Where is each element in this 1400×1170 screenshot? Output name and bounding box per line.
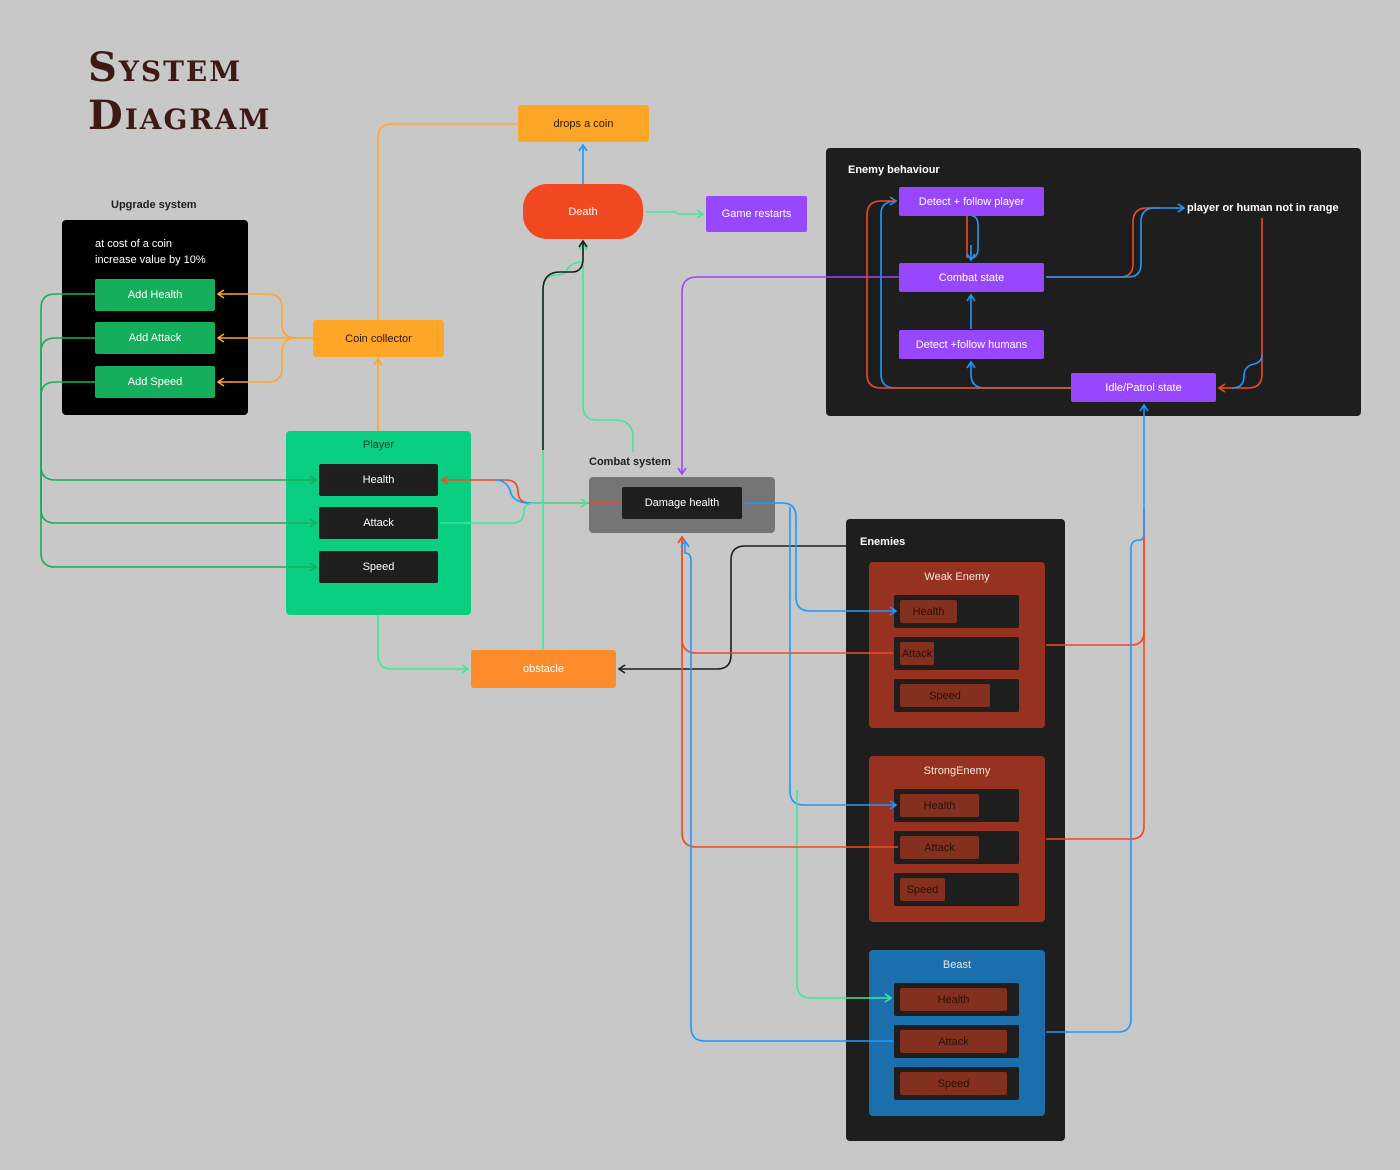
enemy-stat-health[interactable]: Health	[894, 789, 1019, 822]
player-health-node[interactable]: Health	[319, 464, 438, 496]
enemy-stat-bar: Speed	[900, 878, 945, 901]
wire-blue-to-player-health	[494, 479, 540, 504]
enemy-card-title: Beast	[942, 959, 972, 971]
enemy-behaviour-label: Enemy behaviour	[848, 164, 940, 176]
wire-coin-to-drops	[377, 123, 518, 320]
enemy-stat-health[interactable]: Health	[894, 983, 1019, 1016]
wire-black-to-death	[542, 239, 588, 450]
add-health-button[interactable]: Add Health	[95, 279, 215, 311]
enemy-stat-attack[interactable]: Attack	[894, 831, 1019, 864]
upgrade-note-line-1: at cost of a coin	[95, 238, 173, 250]
enemies-label: Enemies	[860, 536, 906, 548]
add-attack-button[interactable]: Add Attack	[95, 322, 215, 354]
enemy-stat-bar: Health	[900, 988, 1007, 1011]
upgrade-system-label: Upgrade system	[111, 199, 197, 211]
obstacle-node[interactable]: obstacle	[471, 650, 616, 688]
wire-enemies-to-obstacle	[617, 545, 846, 674]
enemy-stat-bar: Health	[900, 600, 957, 623]
enemy-card-title: StrongEnemy	[923, 765, 991, 777]
upgrade-note-line-2: increase value by 10%	[95, 254, 206, 266]
enemy-stat-bar: Speed	[900, 1072, 1007, 1095]
enemy-stat-bar: Attack	[900, 642, 934, 665]
enemy-card-title: Weak Enemy	[924, 571, 990, 583]
enemy-stat-bar: Speed	[900, 684, 990, 707]
enemy-stat-bar: Health	[900, 794, 979, 817]
enemy-stat-attack[interactable]: Attack	[894, 637, 1019, 670]
enemy-stat-bar: Attack	[900, 836, 979, 859]
coin-collector-node[interactable]: Coin collector	[313, 320, 444, 357]
damage-health-node[interactable]: Damage health	[622, 487, 742, 519]
detect-follow-humans-node[interactable]: Detect +follow humans	[899, 330, 1044, 359]
title-line-2: Diagram	[88, 92, 272, 139]
upgrade-note: at cost of a coin increase value by 10%	[95, 236, 206, 268]
enemy-stat-speed[interactable]: Speed	[894, 873, 1019, 906]
player-speed-node[interactable]: Speed	[319, 551, 438, 583]
add-speed-button[interactable]: Add Speed	[95, 366, 215, 398]
player-attack-node[interactable]: Attack	[319, 507, 438, 539]
death-node[interactable]: Death	[523, 184, 643, 239]
wire-player-to-obstacle	[377, 615, 470, 674]
game-restarts-node[interactable]: Game restarts	[706, 196, 807, 232]
combat-state-node[interactable]: Combat state	[899, 263, 1044, 292]
detect-follow-player-node[interactable]: Detect + follow player	[899, 187, 1044, 216]
combat-system-label: Combat system	[589, 456, 671, 468]
wire-obstacle-to-death	[542, 242, 588, 650]
wire-death-to-restart	[646, 209, 705, 219]
enemy-stat-bar: Attack	[900, 1030, 1007, 1053]
idle-patrol-node[interactable]: Idle/Patrol state	[1071, 373, 1216, 402]
not-in-range-label: player or human not in range	[1187, 202, 1339, 214]
page-title: System Diagram	[88, 44, 271, 140]
player-label: Player	[362, 439, 395, 451]
wire-combat-to-death	[582, 244, 634, 452]
enemy-stat-attack[interactable]: Attack	[894, 1025, 1019, 1058]
enemy-stat-speed[interactable]: Speed	[894, 1067, 1019, 1100]
title-line-1: System	[88, 44, 243, 91]
enemy-stat-health[interactable]: Health	[894, 595, 1019, 628]
drops-coin-node[interactable]: drops a coin	[518, 105, 649, 142]
enemy-stat-speed[interactable]: Speed	[894, 679, 1019, 712]
